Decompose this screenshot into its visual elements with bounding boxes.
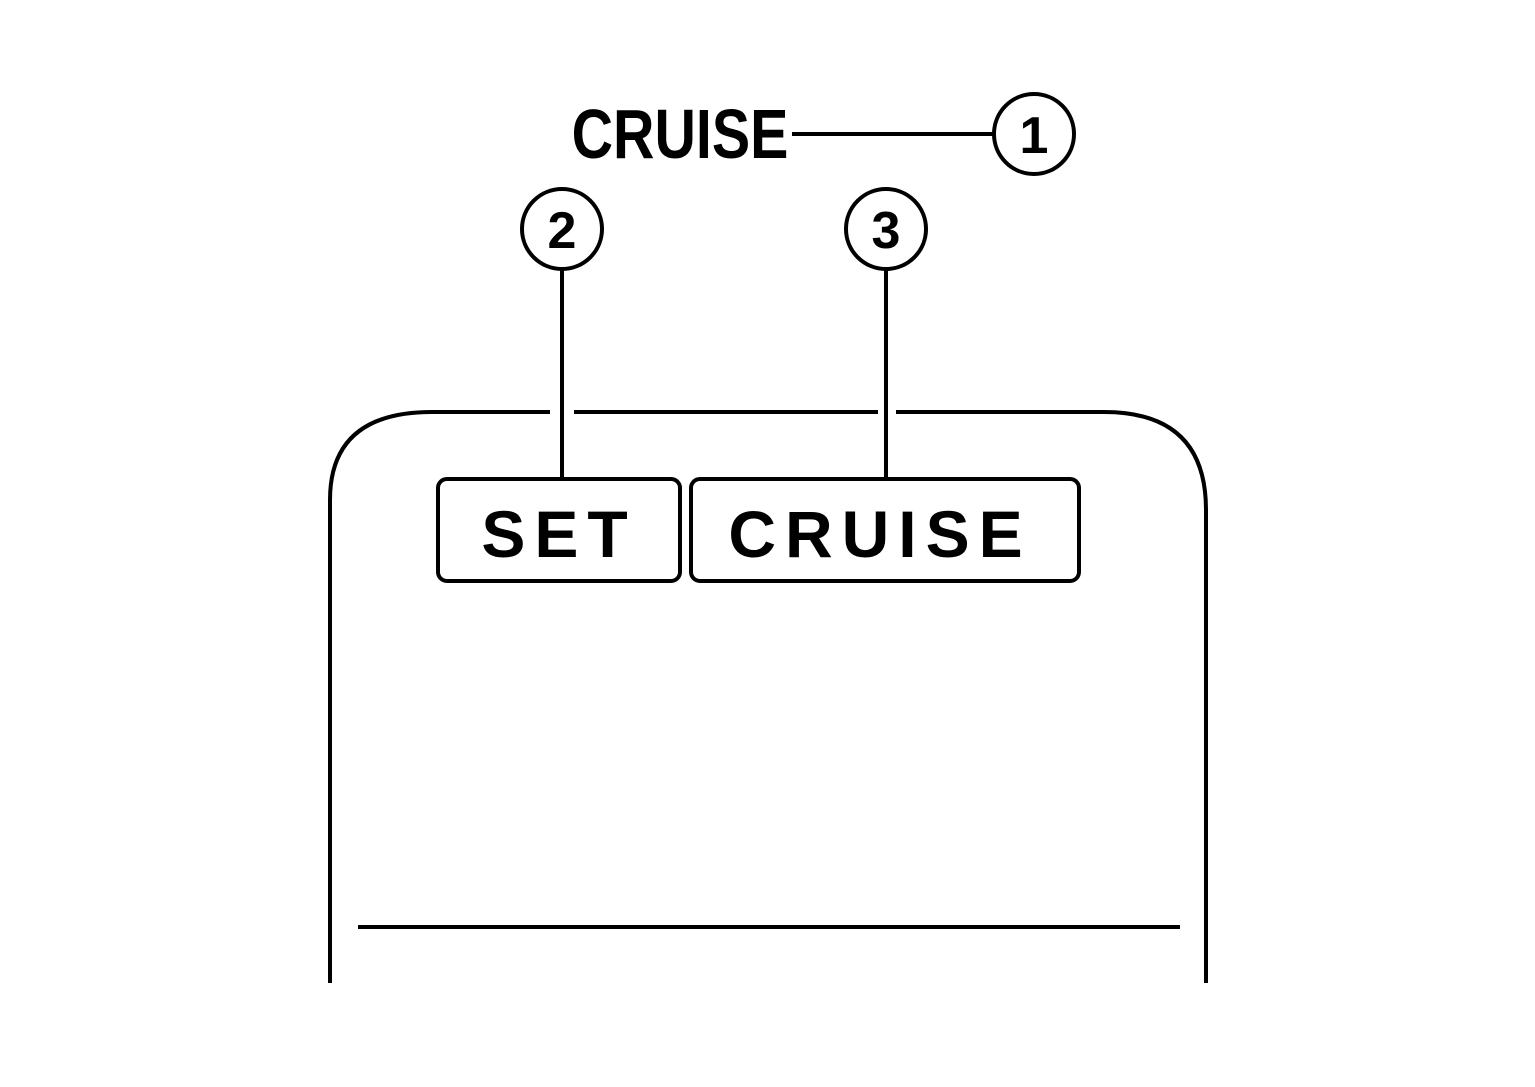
switch-housing-left [328,410,550,983]
callout-number-2: 2 [548,202,577,260]
switch-housing-right [896,410,1208,983]
callout-number-1: 1 [1020,107,1049,165]
cruise-button-frame [689,477,1081,583]
set-button[interactable]: SET [436,477,682,583]
set-button-label: SET [481,497,636,571]
cruise-button-label: CRUISE [728,497,1031,571]
callout-title: CRUISE [572,95,789,174]
callout-number-3: 3 [872,202,901,260]
callout-circle-1 [992,92,1076,176]
cruise-button[interactable]: CRUISE [689,477,1081,583]
set-button-frame [436,477,682,583]
